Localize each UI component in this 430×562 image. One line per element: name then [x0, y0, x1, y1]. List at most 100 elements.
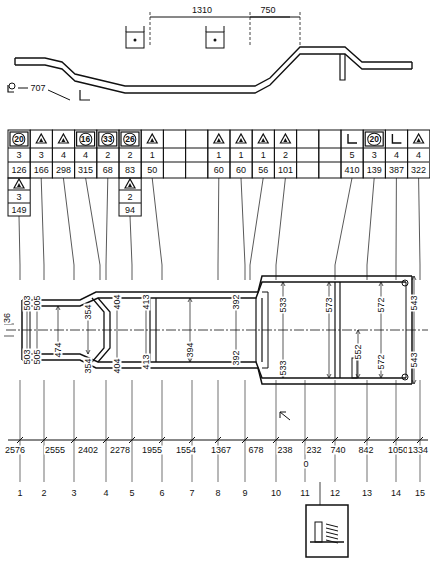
- table-cell: [8, 130, 30, 178]
- station-line: [335, 380, 336, 482]
- station-line: [106, 380, 107, 482]
- line: [119, 190, 141, 191]
- label: 139: [367, 166, 382, 175]
- line: [356, 330, 360, 334]
- dimension-value: 354: [84, 357, 93, 374]
- leader-line: [48, 90, 70, 100]
- frame-rail: [22, 276, 412, 300]
- line: [411, 62, 412, 69]
- leader-line: [106, 178, 108, 280]
- table-cell: [230, 130, 252, 178]
- label: 149: [11, 206, 26, 215]
- station-line: [420, 380, 421, 482]
- label: 101: [278, 166, 293, 175]
- station-line: [162, 380, 163, 482]
- table-cell: [52, 130, 74, 178]
- center-line: [6, 330, 428, 331]
- leader-line: [218, 178, 220, 280]
- label: 8: [214, 489, 221, 498]
- dimension-value: 505: [33, 294, 42, 311]
- label: 3: [16, 151, 21, 160]
- label: 15: [414, 489, 426, 498]
- table-cell: [186, 130, 208, 178]
- dimension-tick: [189, 437, 195, 443]
- table-cell: [97, 130, 119, 178]
- dimension-value: 533: [279, 359, 288, 376]
- dimension-value: 392: [232, 293, 241, 310]
- table-cell: [319, 130, 341, 178]
- dimension-tick: [215, 437, 221, 443]
- leader-line: [367, 178, 374, 280]
- label: 9: [241, 489, 248, 498]
- label: 60: [214, 166, 224, 175]
- symbol-number: 16: [79, 133, 92, 146]
- leader-line: [396, 178, 397, 280]
- line: [86, 350, 90, 354]
- leader-line: [86, 178, 100, 280]
- frame-rail: [30, 354, 406, 378]
- weld-symbol: [150, 138, 154, 142]
- line: [412, 380, 416, 384]
- line: [281, 282, 285, 286]
- line: [126, 26, 127, 32]
- dimension-tick: [364, 437, 370, 443]
- dimension-tick: [332, 437, 338, 443]
- label: 315: [78, 166, 93, 175]
- bracket: [80, 90, 90, 100]
- label: 5: [128, 489, 135, 498]
- line: [14, 58, 15, 65]
- label: 3: [16, 193, 21, 202]
- weld-symbol: [61, 138, 65, 142]
- station-line: [367, 380, 368, 482]
- leader-line: [276, 178, 285, 280]
- label: 1554: [175, 446, 197, 455]
- table-cell: [163, 130, 185, 178]
- dimension-value: 552: [354, 343, 363, 360]
- line: [4, 336, 14, 337]
- label: 4: [83, 151, 88, 160]
- label: 166: [34, 166, 49, 175]
- label: 3: [39, 151, 44, 160]
- line: [188, 358, 192, 362]
- weld-symbol: [128, 183, 132, 187]
- table-rule: [8, 162, 429, 163]
- line: [8, 203, 30, 204]
- table-cell: [297, 130, 319, 178]
- label: 1050: [387, 446, 409, 455]
- side-rail: [15, 54, 412, 93]
- line: [327, 374, 331, 378]
- station-line: [192, 380, 193, 482]
- arrow: [280, 412, 290, 420]
- spring-coil: [326, 540, 338, 543]
- station-line: [44, 380, 45, 482]
- table-cell: [141, 130, 163, 178]
- line: [188, 298, 192, 302]
- line: [379, 374, 383, 378]
- table-cell: [30, 130, 52, 178]
- leader-line: [63, 178, 74, 280]
- dimension-value: 572: [377, 296, 386, 313]
- label: 6: [158, 489, 165, 498]
- table-cell: [363, 130, 385, 178]
- label: 2: [127, 193, 132, 202]
- dimension-tick: [17, 437, 23, 443]
- dimension-value: 392: [232, 349, 241, 366]
- label: 232: [305, 446, 322, 455]
- weld-symbol: [283, 138, 287, 142]
- label: 2: [40, 489, 47, 498]
- station-line: [74, 380, 75, 482]
- leader-line: [320, 482, 321, 505]
- table-cell: [75, 130, 97, 178]
- frame-rail: [30, 282, 406, 306]
- leader-line: [41, 178, 44, 280]
- table-cell: [208, 130, 230, 178]
- weld-symbol: [239, 138, 243, 142]
- weld-symbol: [17, 183, 21, 187]
- frame-rail: [22, 360, 412, 384]
- label: 68: [103, 166, 113, 175]
- dimension-line: [37, 306, 38, 354]
- label: 83: [125, 166, 135, 175]
- label: 387: [389, 166, 404, 175]
- label: 4: [102, 489, 109, 498]
